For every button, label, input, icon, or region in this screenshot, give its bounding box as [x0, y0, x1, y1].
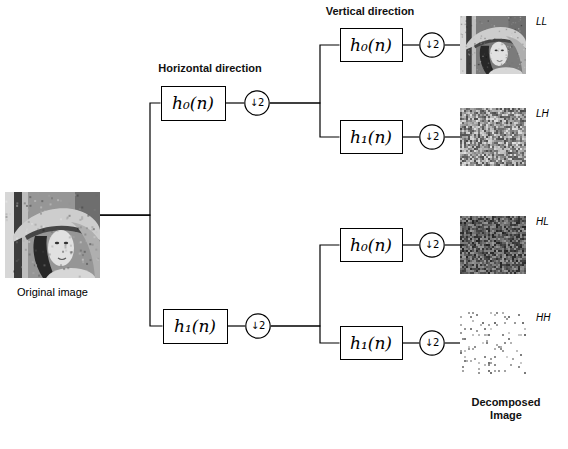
direction-note: Vertical direction: [310, 5, 430, 18]
signal-line: [403, 244, 420, 245]
filter-box: h₀(n): [161, 86, 226, 121]
circle-shape: [245, 91, 269, 115]
signal-line: [445, 342, 460, 343]
image-picture: [460, 108, 526, 166]
signal-line: [271, 326, 340, 343]
circle-shape: [246, 314, 270, 338]
filter-box: h₁(n): [163, 309, 228, 344]
downsample-circle: ↓2: [419, 32, 445, 58]
filter-box: h₀(n): [340, 228, 403, 262]
image-picture: [5, 192, 100, 278]
signal-line: [270, 103, 340, 137]
image-texture: [460, 312, 526, 374]
image-panel: HL: [460, 216, 526, 274]
image-picture: [460, 216, 526, 274]
signal-line: [445, 136, 460, 137]
signal-line: [271, 245, 340, 326]
image-panel: LH: [460, 108, 526, 166]
downsample-factor: ↓2: [425, 338, 440, 348]
filter-box: h₁(n): [340, 120, 403, 154]
image-panel: Original image: [5, 192, 100, 278]
image-panel: HH: [460, 312, 526, 374]
filter-name: h₁(n): [350, 128, 392, 147]
signal-line: [445, 244, 460, 245]
image-label: Original image: [0, 286, 110, 298]
circle-shape: [420, 233, 444, 257]
downsample-factor: ↓2: [425, 132, 440, 142]
signal-line: [226, 102, 245, 103]
circle-shape: [420, 331, 444, 355]
filter-name: h₀(n): [350, 36, 392, 55]
filter-name: h₁(n): [350, 334, 392, 353]
portrait-drawing: [460, 16, 526, 74]
portrait-drawing: [5, 192, 100, 278]
image-label: LL: [536, 16, 547, 27]
image-picture: [460, 16, 526, 74]
image-label: HH: [536, 312, 550, 323]
downsample-factor: ↓2: [425, 240, 440, 250]
signal-line: [270, 45, 340, 103]
downsample-circle: ↓2: [419, 232, 445, 258]
signal-line: [100, 103, 161, 215]
downsample-factor: ↓2: [425, 40, 440, 50]
downsample-circle: ↓2: [419, 124, 445, 150]
downsample-factor: ↓2: [251, 321, 266, 331]
direction-note: Decomposed Image: [468, 396, 544, 421]
circle-shape: [420, 33, 444, 57]
signal-line: [403, 136, 420, 137]
filter-name: h₀(n): [172, 94, 214, 113]
signal-line: [403, 342, 420, 343]
image-picture: [460, 312, 526, 374]
image-label: HL: [536, 216, 549, 227]
direction-note: Horizontal direction: [150, 62, 270, 75]
filter-box: h₀(n): [340, 28, 403, 62]
image-ground: [460, 312, 526, 374]
filter-box: h₁(n): [340, 326, 403, 360]
image-label: LH: [536, 108, 549, 119]
downsample-circle: ↓2: [244, 90, 270, 116]
image-panel: LL: [460, 16, 526, 74]
downsample-circle: ↓2: [245, 313, 271, 339]
downsample-factor: ↓2: [250, 98, 265, 108]
signal-line: [403, 44, 420, 45]
signal-line: [228, 325, 246, 326]
circle-shape: [420, 125, 444, 149]
image-texture: [460, 108, 526, 166]
filter-name: h₁(n): [174, 317, 216, 336]
filter-name: h₀(n): [350, 236, 392, 255]
signal-line: [445, 44, 460, 45]
downsample-circle: ↓2: [419, 330, 445, 356]
signal-line: [100, 215, 163, 326]
image-texture: [460, 216, 526, 274]
